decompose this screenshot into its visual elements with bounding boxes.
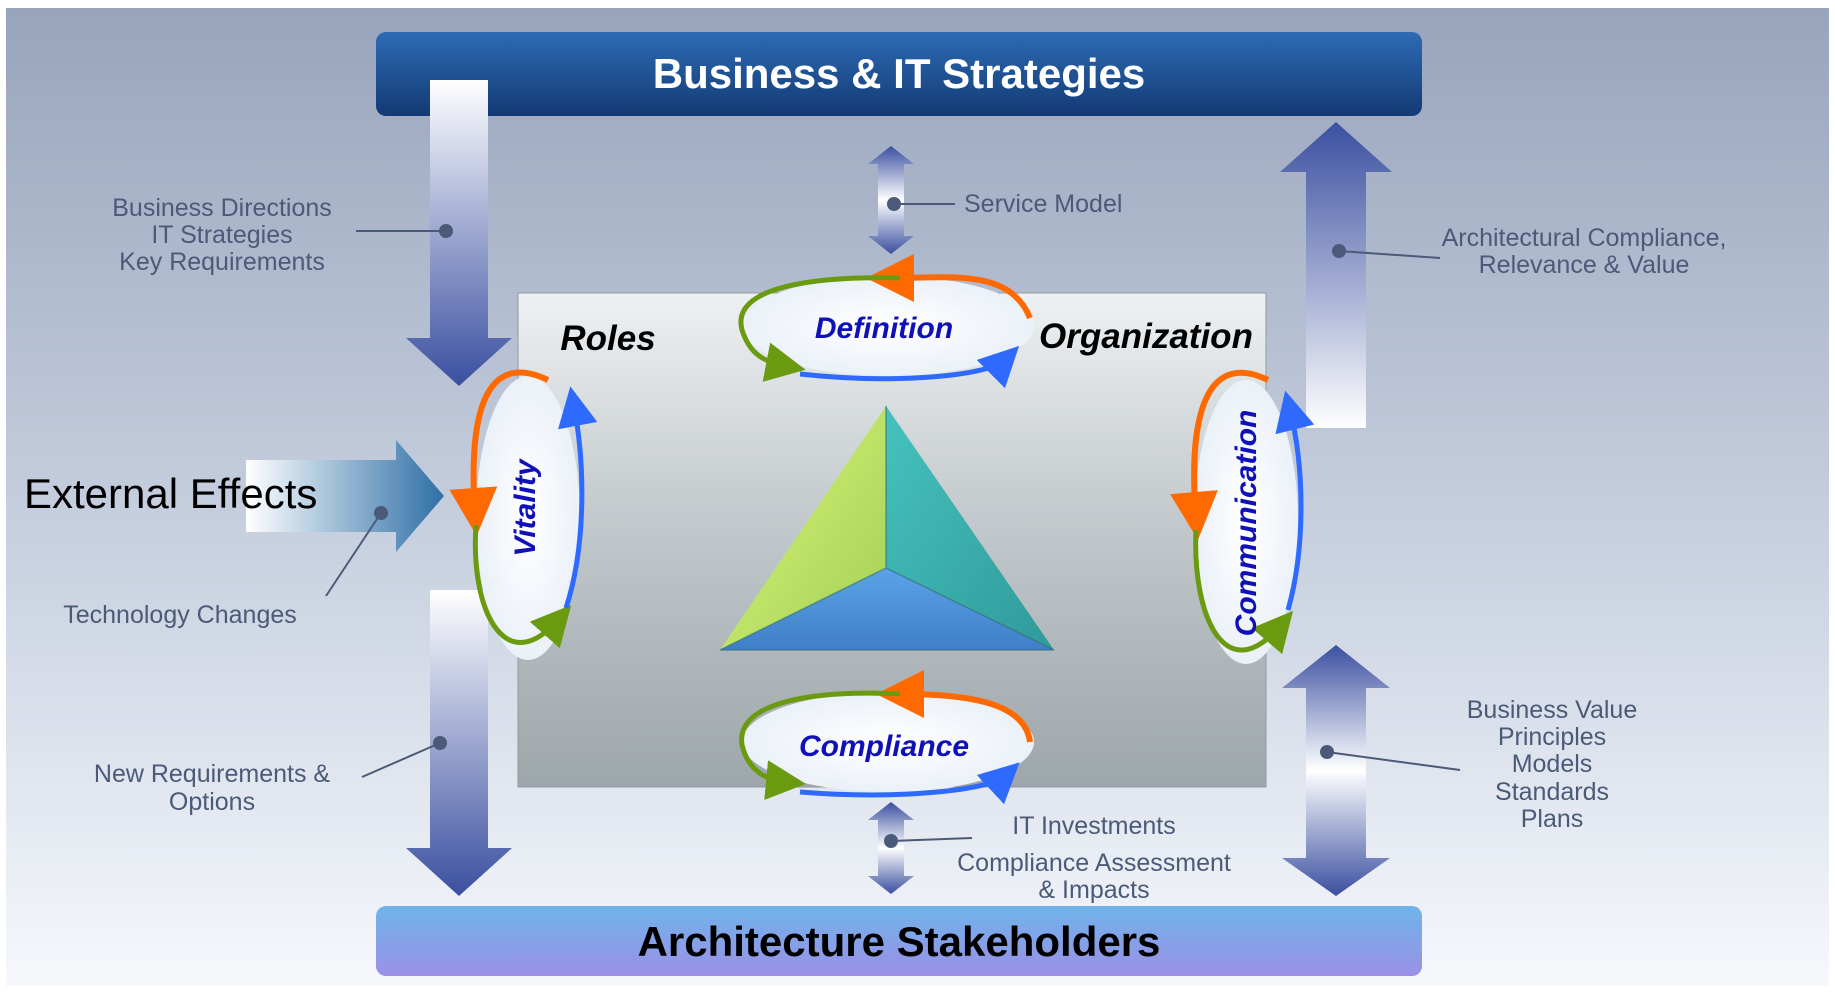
business-value-line-5: Plans bbox=[1521, 805, 1584, 833]
business-value-line-3: Models bbox=[1512, 750, 1593, 778]
communication-label: Communication bbox=[1230, 410, 1263, 637]
business-directions-callout: Business Directions IT Strategies Key Re… bbox=[112, 194, 453, 276]
arch-compliance-line-1: Architectural Compliance, bbox=[1442, 224, 1727, 252]
business-value-double-arrow bbox=[1282, 645, 1390, 896]
compliance-cycle: Compliance bbox=[739, 670, 1034, 805]
definition-cycle: Definition bbox=[738, 253, 1034, 389]
business-value-line-4: Standards bbox=[1495, 778, 1609, 806]
technology-changes-label: Technology Changes bbox=[63, 601, 297, 629]
business-value-callout: Business Value Principles Models Standar… bbox=[1320, 696, 1637, 833]
organization-label: Organization bbox=[1039, 317, 1253, 356]
top-bar-title: Business & IT Strategies bbox=[653, 50, 1146, 97]
it-investments-callout: IT Investments Compliance Assessment & I… bbox=[884, 812, 1231, 904]
compliance-up-arrow bbox=[1280, 122, 1392, 428]
requirements-down-arrow bbox=[406, 590, 512, 896]
business-value-line-1: Business Value bbox=[1467, 696, 1637, 724]
external-effects-arrow bbox=[246, 440, 444, 552]
it-investments-line-3: & Impacts bbox=[1038, 876, 1149, 904]
bottom-bar: Architecture Stakeholders bbox=[376, 906, 1422, 976]
strategy-down-arrow bbox=[406, 80, 512, 386]
arch-compliance-line-2: Relevance & Value bbox=[1479, 251, 1690, 279]
pyramid bbox=[719, 406, 1055, 651]
top-bar: Business & IT Strategies bbox=[376, 32, 1422, 116]
business-directions-line-3: Key Requirements bbox=[119, 248, 325, 276]
communication-cycle: Communication bbox=[1170, 369, 1315, 664]
vitality-cycle: Vitality bbox=[449, 369, 598, 660]
service-model-callout: Service Model bbox=[887, 190, 1122, 218]
bottom-bar-title: Architecture Stakeholders bbox=[638, 918, 1161, 965]
new-requirements-line-2: Options bbox=[169, 788, 255, 816]
arch-compliance-callout: Architectural Compliance, Relevance & Va… bbox=[1332, 224, 1726, 279]
definition-label: Definition bbox=[815, 312, 953, 345]
external-effects-label: External Effects bbox=[24, 470, 317, 517]
new-requirements-callout: New Requirements & Options bbox=[94, 736, 447, 816]
business-directions-line-1: Business Directions bbox=[112, 194, 332, 222]
compliance-label: Compliance bbox=[799, 730, 969, 763]
business-directions-line-2: IT Strategies bbox=[151, 221, 292, 249]
service-model-label: Service Model bbox=[964, 190, 1122, 218]
it-investments-line-1: IT Investments bbox=[1012, 812, 1176, 840]
new-requirements-line-1: New Requirements & bbox=[94, 760, 331, 788]
vitality-label: Vitality bbox=[509, 458, 542, 557]
technology-changes-callout: Technology Changes bbox=[63, 506, 388, 629]
roles-label: Roles bbox=[560, 319, 655, 358]
business-value-line-2: Principles bbox=[1498, 723, 1606, 751]
it-investments-line-2: Compliance Assessment bbox=[957, 849, 1231, 877]
